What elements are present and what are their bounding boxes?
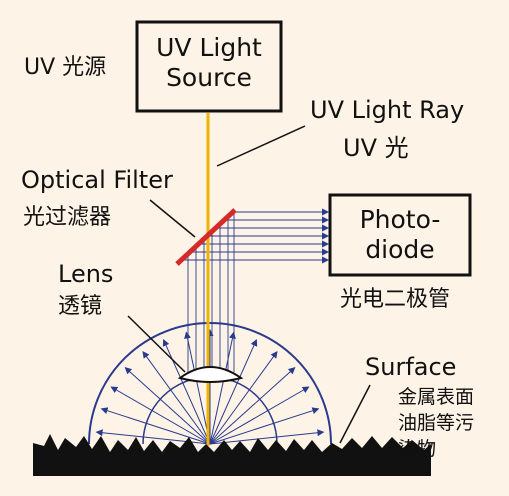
- uv-ray-label: UV Light Ray: [310, 96, 465, 124]
- rough-surface: [33, 434, 431, 476]
- optical-filter-label: Optical Filter: [21, 166, 173, 194]
- photodiode-label: Photo- diode: [330, 205, 470, 265]
- uv-source-zh-label: UV 光源: [24, 55, 107, 80]
- lens-zh-label: 透镜: [58, 294, 103, 319]
- uv-light-source-line2: Source: [166, 63, 252, 92]
- lens-to-filter-rays: [187, 210, 235, 372]
- radial-ray: [162, 338, 211, 445]
- radial-ray: [209, 367, 296, 445]
- radial-ray: [209, 331, 236, 445]
- radial-ray: [209, 338, 258, 445]
- surface-zh-line1: 金属表面: [398, 386, 475, 408]
- uv-light-source-box: [135, 20, 283, 113]
- radial-ray: [184, 331, 211, 445]
- lens-label: Lens: [58, 260, 114, 288]
- photodiode-line1: Photo-: [359, 205, 441, 234]
- surface-zh-line2: 油脂等污: [398, 412, 475, 434]
- radial-ray: [209, 386, 310, 445]
- radial-ray: [209, 407, 320, 445]
- uv-light-source-label: UV Light Source: [137, 33, 281, 93]
- photodiode-box: [328, 193, 472, 277]
- radial-ray: [100, 407, 211, 445]
- photodiode-line2: diode: [365, 235, 435, 264]
- surface-label: Surface: [365, 353, 457, 381]
- lens: [177, 366, 244, 383]
- leader-uv-ray: [216, 125, 306, 167]
- leader-surface: [339, 384, 371, 444]
- filter-to-photodiode-rays: [181, 208, 329, 264]
- radial-ray: [124, 367, 211, 445]
- optical-filter-zh-label: 光过滤器: [23, 205, 112, 230]
- photodiode-zh-label: 光电二极管: [340, 287, 451, 312]
- radial-ray: [209, 429, 325, 445]
- uv-ray-zh-label: UV 光: [343, 134, 409, 162]
- radial-ray: [209, 350, 278, 445]
- outer-dome: [88, 322, 332, 445]
- leader-filter: [149, 199, 196, 238]
- uv-light-source-line1: UV Light: [156, 33, 262, 62]
- leader-lens: [127, 315, 186, 373]
- optical-filter: [175, 208, 237, 266]
- radial-ray: [110, 386, 211, 445]
- surface-zh-line3: 染物: [398, 438, 437, 460]
- radial-ray: [142, 350, 211, 445]
- radial-rays: [95, 329, 325, 445]
